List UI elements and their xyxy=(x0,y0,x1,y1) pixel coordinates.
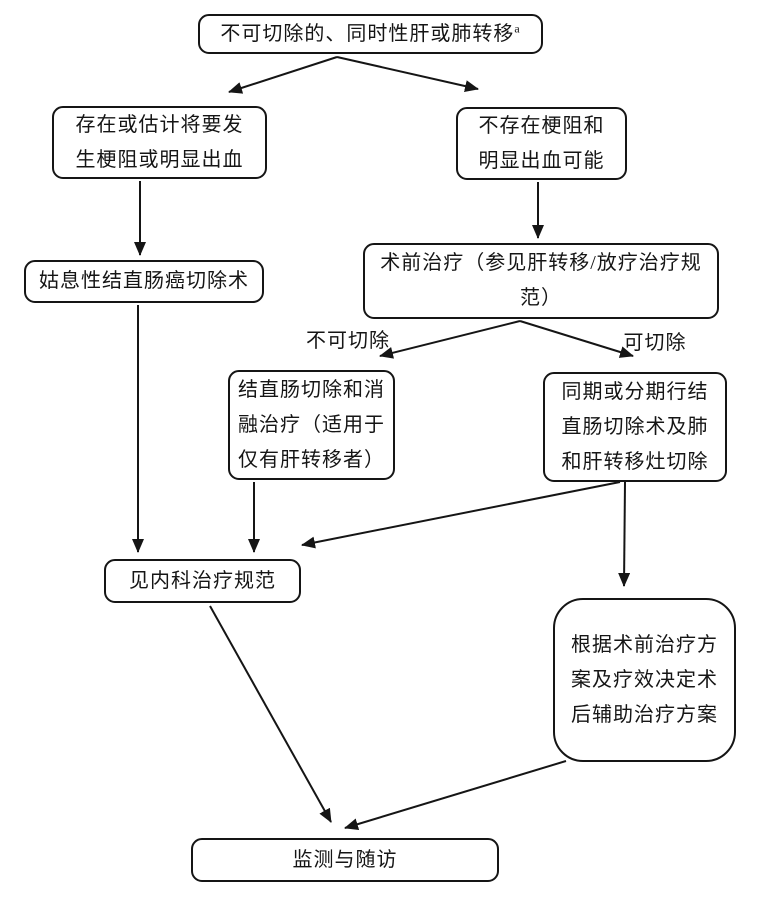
node-resection-ablation: 结直肠切除和消 融治疗（适用于 仅有肝转移者） xyxy=(228,370,395,480)
node-surveillance-text: 监测与随访 xyxy=(292,848,398,871)
node-surveillance: 监测与随访 xyxy=(191,838,499,882)
node-preop-treatment-text: 术前治疗（参见肝转移/放疗治疗规 范） xyxy=(380,252,702,309)
arrow-split-to-no-obstruction xyxy=(336,56,479,92)
node-obstruction-risk-text: 存在或估计将要发 生梗阻或明显出血 xyxy=(75,113,244,171)
node-unresectable-mets: 不可切除的、同时性肝或肺转移a xyxy=(198,14,543,54)
edge-label-unresectable: 不可切除 xyxy=(306,330,390,352)
arrow-medical-to-surveillance xyxy=(209,605,332,823)
arrow-staged-to-adjuvant xyxy=(618,481,631,587)
arrow-split-to-obstruction xyxy=(228,56,338,94)
arrow-staged-to-medical xyxy=(301,481,621,549)
node-adjuvant-plan-text: 根据术前治疗方 案及疗效决定术 后辅助治疗方案 xyxy=(571,633,718,726)
node-palliative-resection: 姑息性结直肠癌切除术 xyxy=(24,260,264,303)
node-obstruction-risk: 存在或估计将要发 生梗阻或明显出血 xyxy=(52,106,267,179)
node-no-obstruction-text: 不存在梗阻和 明显出血可能 xyxy=(478,114,605,172)
arrow-adjuvant-to-surveillance xyxy=(344,760,567,830)
node-medical-treatment: 见内科治疗规范 xyxy=(104,559,301,603)
arrow-preop-to-resection-ablation xyxy=(379,320,521,359)
footnote-marker-a: a xyxy=(514,20,521,35)
node-medical-treatment-text: 见内科治疗规范 xyxy=(129,569,276,592)
node-no-obstruction: 不存在梗阻和 明显出血可能 xyxy=(456,107,627,180)
node-unresectable-mets-text: 不可切除的、同时性肝或肺转移a xyxy=(220,20,521,45)
node-palliative-resection-text: 姑息性结直肠癌切除术 xyxy=(39,270,249,292)
node-staged-resection: 同期或分期行结 直肠切除术及肺 和肝转移灶切除 xyxy=(543,372,727,482)
edge-label-resectable: 可切除 xyxy=(623,332,687,354)
node-preop-treatment: 术前治疗（参见肝转移/放疗治疗规 范） xyxy=(363,243,719,319)
node-staged-resection-text: 同期或分期行结 直肠切除术及肺 和肝转移灶切除 xyxy=(561,380,709,473)
node-adjuvant-plan: 根据术前治疗方 案及疗效决定术 后辅助治疗方案 xyxy=(553,598,736,762)
node-resection-ablation-text: 结直肠切除和消 融治疗（适用于 仅有肝转移者） xyxy=(238,378,385,471)
arrow-preop-to-staged-resection xyxy=(519,320,634,358)
